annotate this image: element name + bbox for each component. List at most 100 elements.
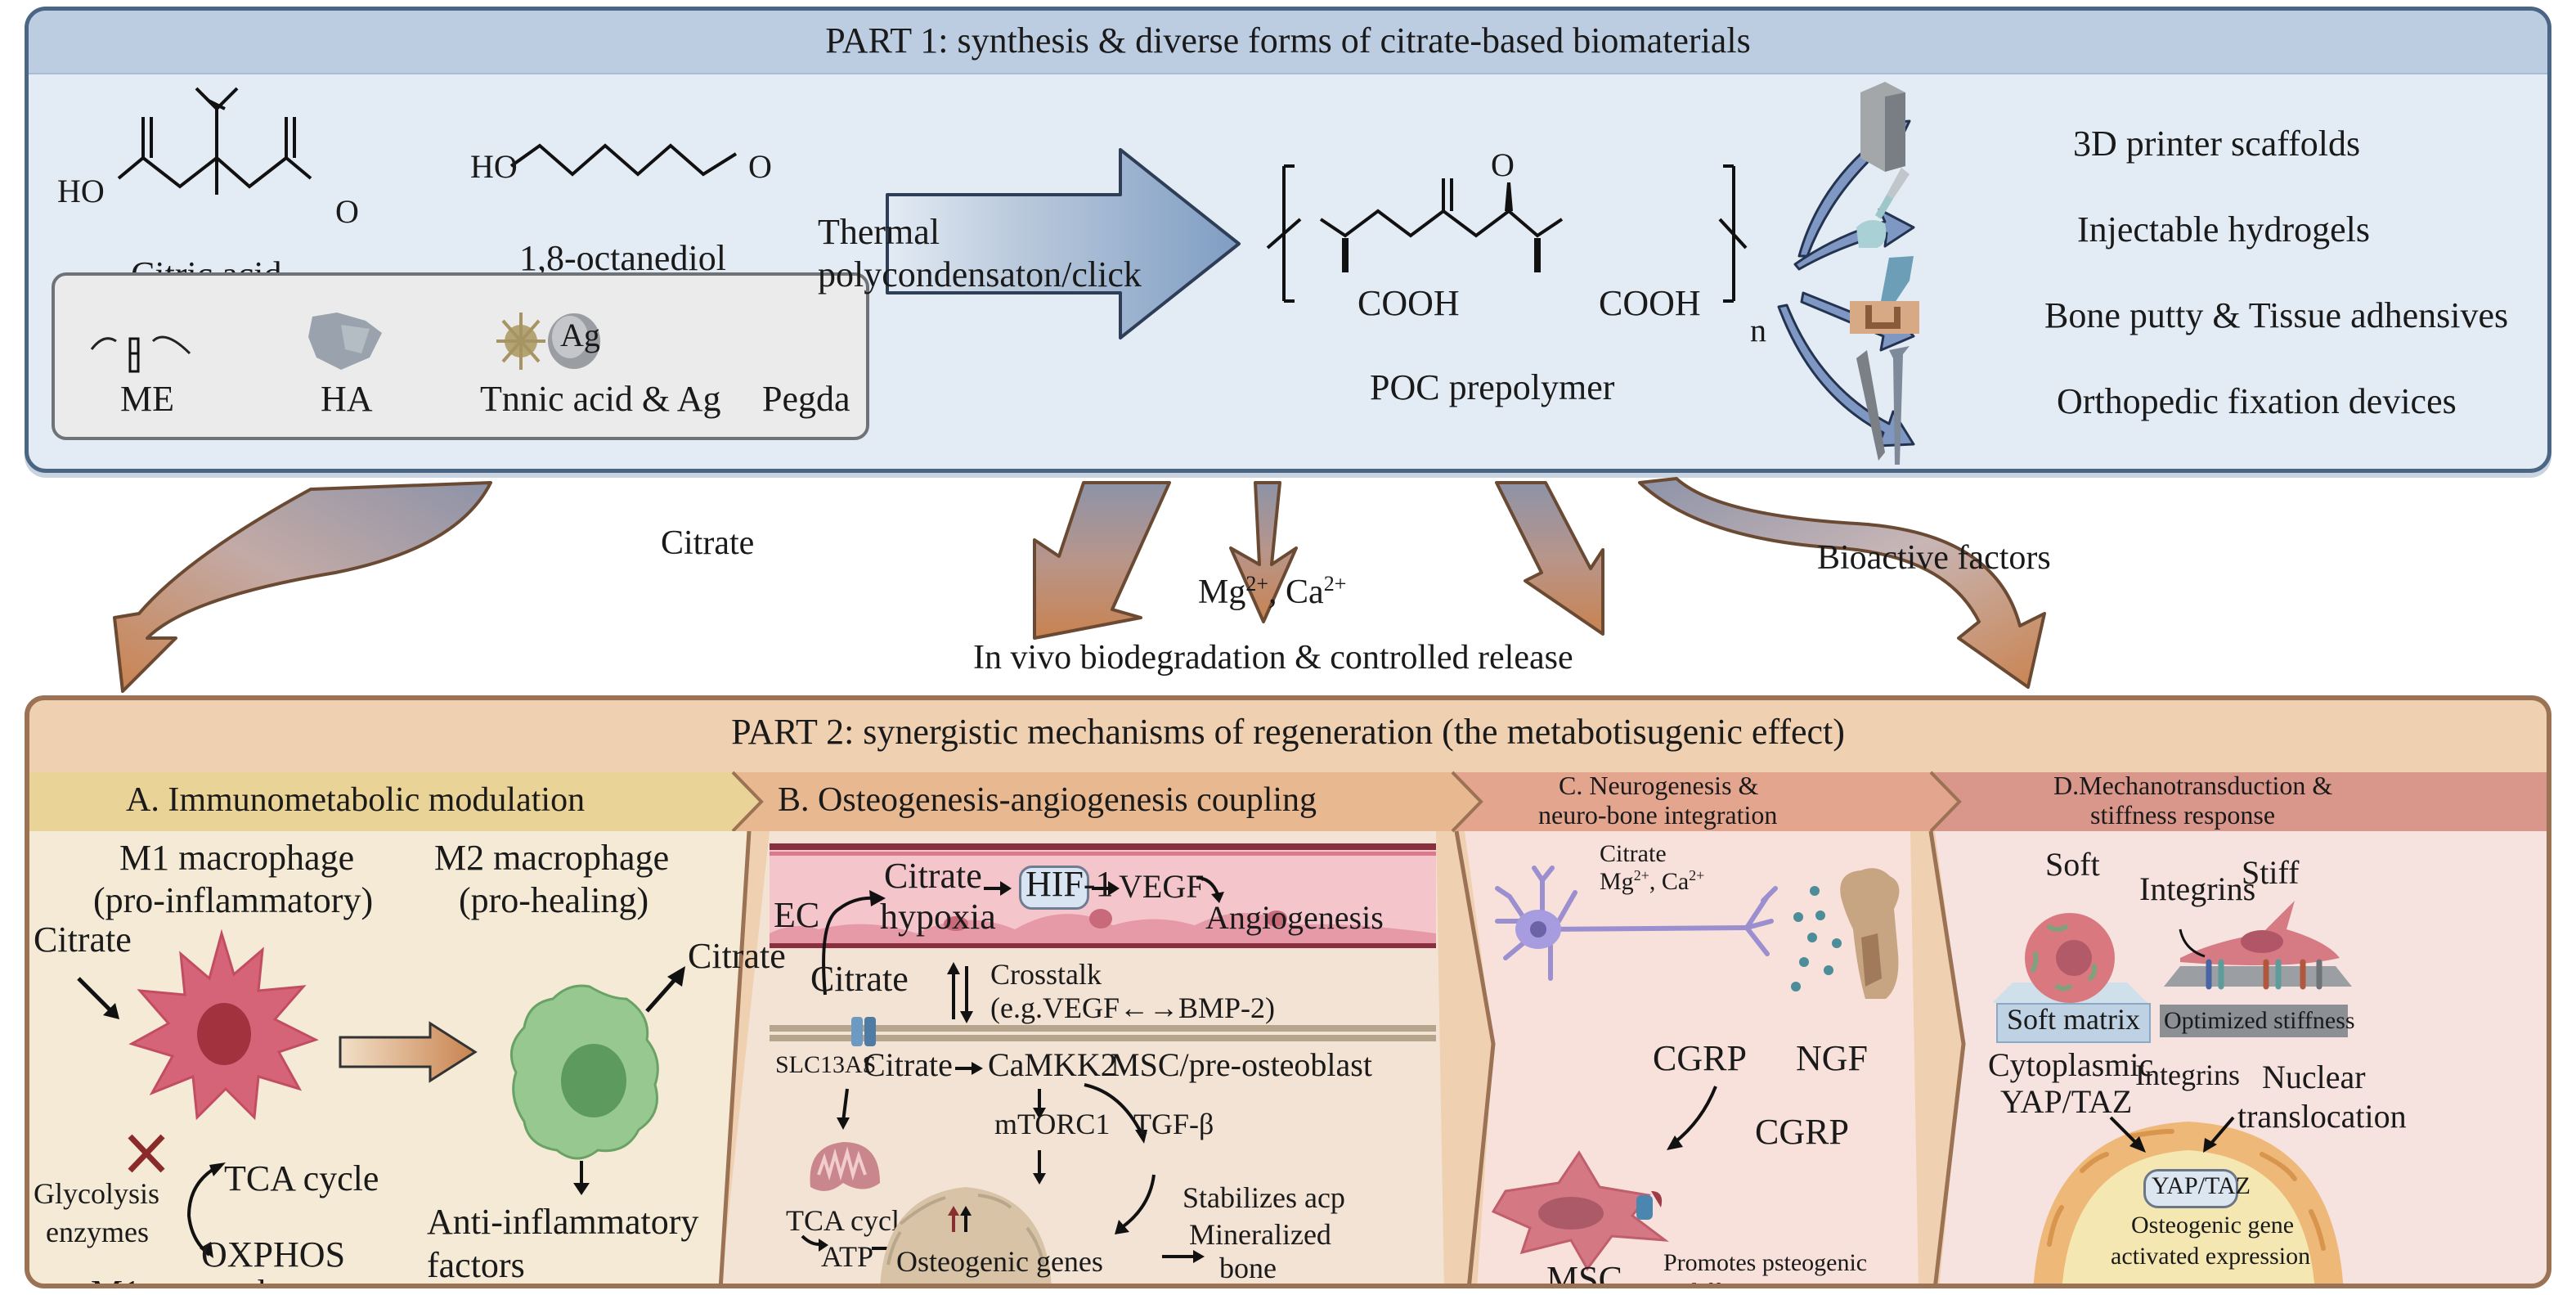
band-a: [29, 772, 761, 831]
release-arrows-icon: [113, 477, 2046, 693]
soft-cell-on-matrix-icon: [1992, 913, 2147, 1003]
additives-box: Ag ME HA Tnnic acid & Ag Pegda: [52, 272, 869, 440]
panel-c-title-line2: neuro-bone integration: [1538, 800, 1778, 830]
b-angiogenesis: Angiogenesis: [1205, 899, 1384, 936]
b-tca-cycle: TCA cycle: [786, 1204, 913, 1237]
d-yaptaz: YAP/TAZ: [2152, 1172, 2251, 1199]
panel-a-title: A. Immunometabolic modulation: [126, 781, 586, 819]
hif-badge: [1019, 866, 1089, 910]
a-m2-top-line2: (pro-healing): [459, 880, 649, 920]
b-stabilizes-acp: Stabilizes acp: [1183, 1181, 1345, 1214]
silver-badge: Ag: [560, 317, 600, 353]
b-hif1: HIF-1: [1025, 864, 1114, 904]
prepolymer-cooh-2: COOH: [1599, 283, 1701, 323]
m1-macrophage-icon: [128, 929, 319, 1121]
nucleus-dome-icon: [880, 1187, 1052, 1284]
blood-vessel-icon: [770, 843, 1436, 948]
form-label-bone-putty: Bone putty & Tissue adhensives: [2044, 295, 2509, 335]
b-mineralized-line2: bone: [1219, 1252, 1277, 1284]
panel-d-title-line2: stiffness response: [2090, 800, 2276, 830]
d-stiff: Stiff: [2242, 854, 2300, 891]
band-c: [1452, 772, 1959, 831]
ngf-dots-icon: [1791, 886, 1842, 991]
form-label-hydrogels: Injectable hydrogels: [2077, 209, 2370, 250]
b-pathway-arrows-icon: [801, 1083, 1205, 1263]
neuron-icon: [1495, 866, 1778, 981]
part1-panel: PART 1: synthesis & diverse forms of cit…: [25, 7, 2551, 473]
part2-title: PART 2: synergistic mechanisms of regene…: [731, 712, 1845, 752]
d-integrins-top: Integrins: [2139, 870, 2256, 907]
octanediol-structure-icon: [509, 143, 738, 177]
part1-title-band: [29, 11, 2547, 74]
citric-acid-o: O: [335, 193, 359, 230]
b-citrate-top: Citrate: [884, 856, 982, 896]
section-bands: [29, 771, 2547, 833]
d-soft-matrix: Soft matrix: [2007, 1003, 2140, 1036]
d-optimized-stiffness: Optimized stiffness: [2164, 1007, 2355, 1034]
form-label-scaffolds: 3D printer scaffolds: [2073, 124, 2361, 164]
a-m2-top-line1: M2 macrophage: [434, 838, 670, 878]
b-crosstalk-line1: Crosstalk: [990, 958, 1102, 991]
tca-oxphos-cycle-arrow-icon: [186, 1162, 226, 1258]
d-gene-line2: activated expression: [2111, 1243, 2311, 1270]
citrate-in-arrow-icon: [77, 977, 119, 1019]
to-camkk2-arrow-icon: [955, 1062, 983, 1075]
panel-d-title-line1: D.Mechanotransduction &: [2053, 771, 2333, 800]
ec-citrate-curve-arrow-icon: [822, 890, 886, 996]
d-gene-line1: Osteogenic gene: [2131, 1212, 2295, 1239]
c-ca: Ca: [1661, 868, 1690, 895]
release-ions-sep: ,: [1268, 573, 1286, 611]
c-cgrp-2: CGRP: [1755, 1112, 1849, 1152]
scaffold-block-icon: [1860, 82, 1905, 172]
release-caption: In vivo biodegradation & controlled rele…: [973, 639, 1573, 677]
bone-putty-icon: [1850, 256, 1919, 334]
c-ions-sep: ,: [1649, 868, 1662, 895]
a-tca-cycle: TCA cycle: [224, 1158, 379, 1198]
m1-to-m2-arrow-icon: [339, 1021, 478, 1083]
additive-ha-label: HA: [321, 379, 373, 419]
b-citrate-low: Citrate: [810, 959, 909, 999]
b-mineralized-line1: Mineralized: [1189, 1218, 1331, 1251]
prepolymer-carbonyl-o: O: [1491, 146, 1515, 183]
c-ions: Mg2+, Ca2+: [1600, 868, 1704, 895]
to-angiogenesis-arrow-icon: [1196, 876, 1224, 903]
release-ca: Ca: [1286, 573, 1324, 611]
reaction-arrow-icon: [886, 148, 1241, 339]
femur-bone-icon: [1840, 868, 1900, 999]
part1-title: PART 1: synthesis & diverse forms of cit…: [825, 20, 1751, 61]
screw-icon: [1856, 346, 1910, 465]
soft-matrix-block: [1996, 1003, 2151, 1043]
prepolymer-cooh-1: COOH: [1358, 283, 1460, 323]
a-m1-bottom-line1: M1 macrophage: [91, 1274, 325, 1284]
d-soft: Soft: [2045, 846, 2100, 883]
glycolysis-blocked-x-icon: [128, 1134, 165, 1173]
c-promotes-line2: differentiation: [1685, 1279, 1825, 1284]
b-msc-preosteoblast: MSC/pre-osteoblast: [1111, 1046, 1372, 1083]
a-m1-top-line1: M1 macrophage: [119, 838, 355, 878]
me-structure-icon: [90, 335, 191, 373]
d-integrins-low: Integrins: [2135, 1059, 2240, 1091]
c-mg-charge: 2+: [1633, 867, 1649, 884]
b-camkk2: CaMKK2: [988, 1046, 1117, 1083]
yaptaz-badge: [2143, 1169, 2238, 1208]
additive-pegda-label: Pegda: [762, 379, 850, 419]
mitochondrion-icon: [810, 1142, 880, 1191]
a-m1-top-line2: (pro-inflammatory): [93, 880, 374, 920]
band-d: [1931, 772, 2547, 831]
b-atp: ATP: [821, 1240, 874, 1273]
poc-prepolymer-structure-icon: [1266, 164, 1748, 303]
release-mg: Mg: [1198, 573, 1246, 611]
release-citrate-label: Citrate: [661, 524, 755, 562]
to-hif-arrow-icon: [984, 881, 1012, 896]
m2-macrophage-icon: [509, 984, 659, 1160]
c-msc: MSC: [1546, 1259, 1622, 1288]
b-hypoxia: hypoxia: [880, 897, 996, 937]
part2-panel: PART 2: synergistic mechanisms of regene…: [25, 695, 2551, 1288]
c-cgrp-1: CGRP: [1653, 1038, 1747, 1078]
reaction-label-line2: polycondensaton/click: [818, 254, 1142, 295]
additive-me-label: ME: [120, 379, 174, 419]
a-oxphos: OXPHOS: [201, 1234, 346, 1275]
a-citrate-out: Citrate: [688, 936, 786, 976]
band-b: [733, 772, 1481, 831]
d-cytoplasmic-line2: YAP/TAZ: [2000, 1083, 2133, 1120]
